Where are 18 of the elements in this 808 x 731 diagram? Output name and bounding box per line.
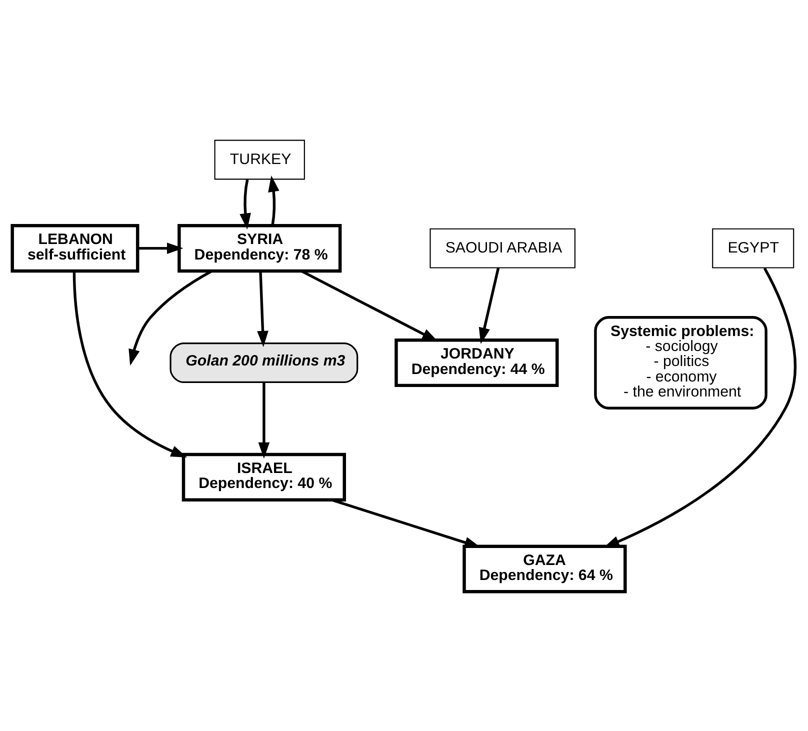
- arrow: [240, 178, 251, 230]
- node-box: JORDANY Dependency: 44 %: [394, 338, 559, 387]
- arrow: [257, 270, 268, 347]
- node-box: Golan 200 millions m3: [170, 342, 358, 382]
- arrow: [72, 270, 188, 457]
- node-box: TURKEY: [214, 139, 305, 180]
- node-box: EGYPT: [712, 228, 794, 268]
- node-box: LEBANON self-sufficient: [10, 224, 140, 272]
- node-box: GAZA Dependency: 64 %: [462, 544, 627, 593]
- arrow: [258, 382, 270, 458]
- arrow: [138, 242, 184, 254]
- arrow: [300, 269, 438, 342]
- node-box: Systemic problems: - sociology - politics - economy - the environment: [594, 316, 768, 409]
- node-box: SYRIA Dependency: 78 %: [178, 224, 342, 272]
- node-box: ISRAEL Dependency: 40 %: [182, 452, 346, 502]
- node-box: SAOUDI ARABIA: [430, 228, 576, 268]
- arrow: [478, 267, 500, 344]
- arrow: [268, 175, 280, 226]
